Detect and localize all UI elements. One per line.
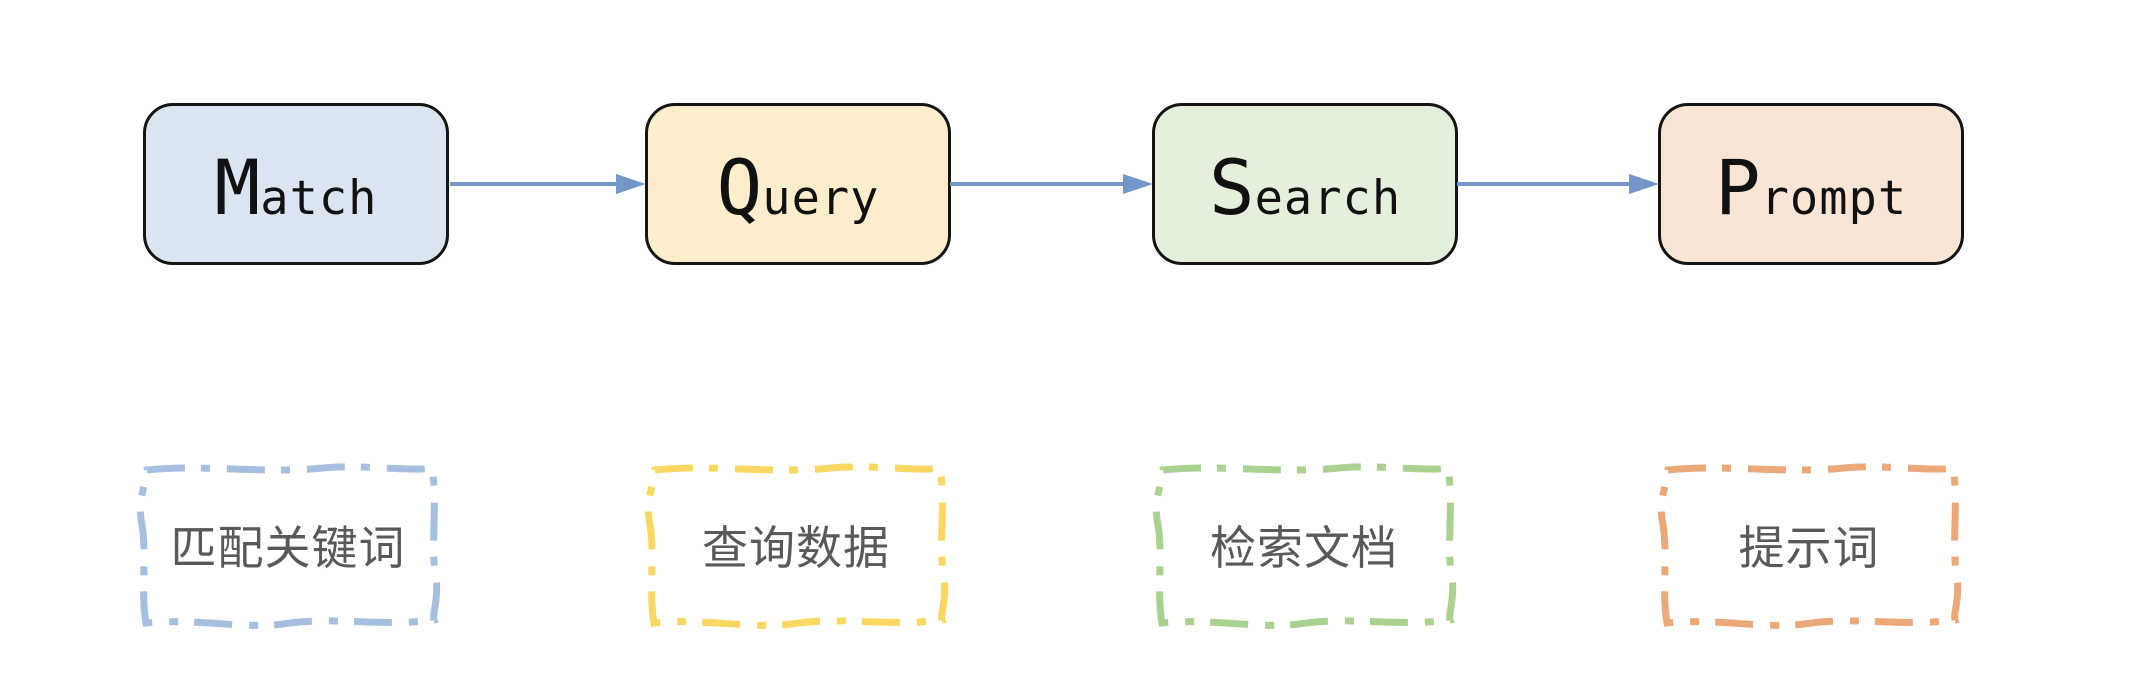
- caption-box-prompt: 提示词: [1654, 459, 1964, 631]
- arrow-search-to-prompt: [1457, 174, 1659, 194]
- step-word-rest: rompt: [1760, 171, 1908, 226]
- caption-text: 提示词: [1738, 522, 1880, 574]
- step-word-initial: M: [214, 143, 261, 232]
- sketchy-dashed-border: [136, 463, 441, 629]
- sketchy-dashed-border: [1657, 463, 1962, 629]
- sketchy-dashed-border: [1152, 463, 1457, 629]
- step-word-initial: P: [1714, 143, 1761, 232]
- step-word-rest: earch: [1254, 171, 1402, 226]
- caption-text: 匹配关键词: [170, 522, 406, 574]
- caption-box-match: 匹配关键词: [133, 459, 443, 631]
- sketchy-dashed-border: [644, 463, 949, 629]
- step-word-rest: atch: [260, 171, 378, 226]
- caption-box-search: 检索文档: [1149, 459, 1459, 631]
- caption-box-query: 查询数据: [641, 459, 951, 631]
- caption-text: 检索文档: [1210, 522, 1398, 574]
- step-word-initial: S: [1208, 143, 1255, 232]
- caption-text: 查询数据: [702, 522, 890, 574]
- arrow-query-to-search: [950, 174, 1153, 194]
- arrowhead-icon: [1629, 174, 1659, 194]
- step-word-initial: Q: [716, 143, 763, 232]
- arrow-match-to-query: [450, 174, 646, 194]
- arrowhead-icon: [1123, 174, 1153, 194]
- arrowhead-icon: [616, 174, 646, 194]
- step-word-rest: uery: [762, 171, 880, 226]
